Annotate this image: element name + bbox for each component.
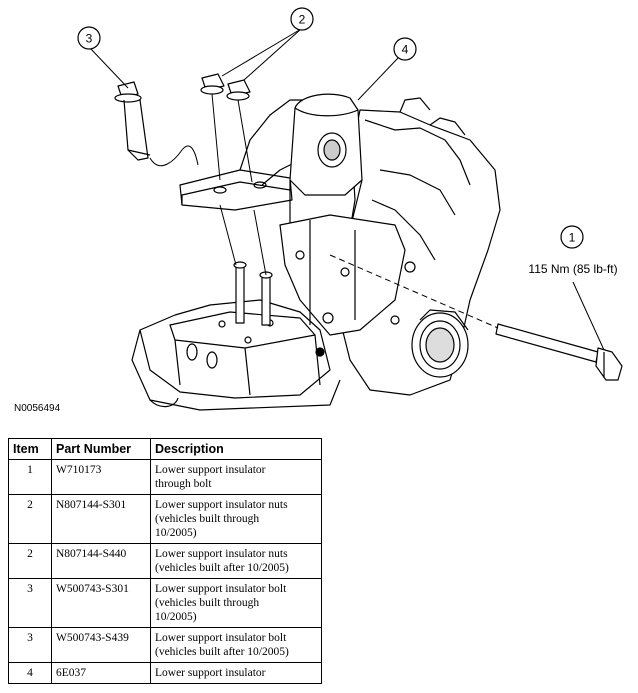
description-cell: Lower support insulator bolt (vehicles bu… [150, 578, 322, 628]
callout-leaders [89, 28, 605, 351]
description-line: Lower support insulator [155, 464, 266, 476]
engine-block-drawing [339, 97, 501, 396]
description-line: (vehicles built after 10/2005) [155, 562, 289, 574]
studs-drawing [233, 261, 273, 326]
description-line: (vehicles built through [155, 597, 260, 609]
subframe-drawing [131, 299, 341, 411]
through-bolt-drawing [495, 323, 623, 381]
callout-4: 4 [393, 37, 417, 61]
description-line: through bolt [155, 478, 212, 490]
part-number-cell: N807144-S440 [51, 543, 151, 579]
description-line: Lower support insulator bolt [155, 583, 287, 595]
description-line: Lower support insulator [155, 667, 266, 679]
item-cell: 3 [8, 578, 52, 628]
description-cell: Lower support insulator [150, 662, 322, 684]
callout-4-number: 4 [402, 43, 409, 57]
part-number-cell: W710173 [51, 459, 151, 495]
part-number-cell: 6E037 [51, 662, 151, 684]
callout-1-number: 1 [569, 231, 576, 245]
alignment-lines [149, 93, 499, 329]
description-cell: Lower support insulator through bolt [150, 459, 322, 495]
description-line: Lower support insulator nuts [155, 548, 288, 560]
callout-2: 2 [290, 7, 314, 31]
description-cell: Lower support insulator bolt (vehicles bu… [150, 627, 322, 663]
item-cell: 1 [8, 459, 52, 495]
description-line: (vehicles built after 10/2005) [155, 646, 289, 658]
callout-3-number: 3 [86, 32, 93, 46]
description-line: Lower support insulator bolt [155, 632, 287, 644]
description-line: (vehicles built through [155, 513, 260, 525]
part-number-cell: N807144-S301 [51, 494, 151, 544]
engine-mount-illustration: 1 115 Nm (85 lb-ft) 2 3 4 [77, 7, 623, 411]
figure-id: N0056494 [14, 403, 61, 414]
description-cell: Lower support insulator nuts (vehicles bu… [150, 543, 322, 579]
item-2-nuts-drawing [200, 73, 251, 101]
description-line: Lower support insulator nuts [155, 499, 288, 511]
item-3-bolt-drawing [114, 81, 151, 161]
callout-1: 1 115 Nm (85 lb-ft) [528, 225, 618, 276]
description-cell: Lower support insulator nuts (vehicles bu… [150, 494, 322, 544]
item-cell: 2 [8, 543, 52, 579]
insulator-drawing [279, 93, 406, 357]
callout-1-torque-label: 115 Nm (85 lb-ft) [528, 262, 617, 276]
description-line: 10/2005) [155, 611, 197, 623]
header-description: Description [150, 438, 322, 460]
header-item: Item [8, 438, 52, 460]
item-cell: 3 [8, 627, 52, 663]
description-line: 10/2005) [155, 527, 197, 539]
callout-2-number: 2 [299, 13, 306, 27]
part-number-cell: W500743-S439 [51, 627, 151, 663]
part-number-cell: W500743-S301 [51, 578, 151, 628]
table-header-row: Item Part Number Description [8, 438, 322, 460]
mount-bracket-drawing [179, 99, 321, 211]
item-cell: 2 [8, 494, 52, 544]
item-cell: 4 [8, 662, 52, 684]
callout-3: 3 [77, 26, 101, 50]
header-part-number: Part Number [51, 438, 151, 460]
